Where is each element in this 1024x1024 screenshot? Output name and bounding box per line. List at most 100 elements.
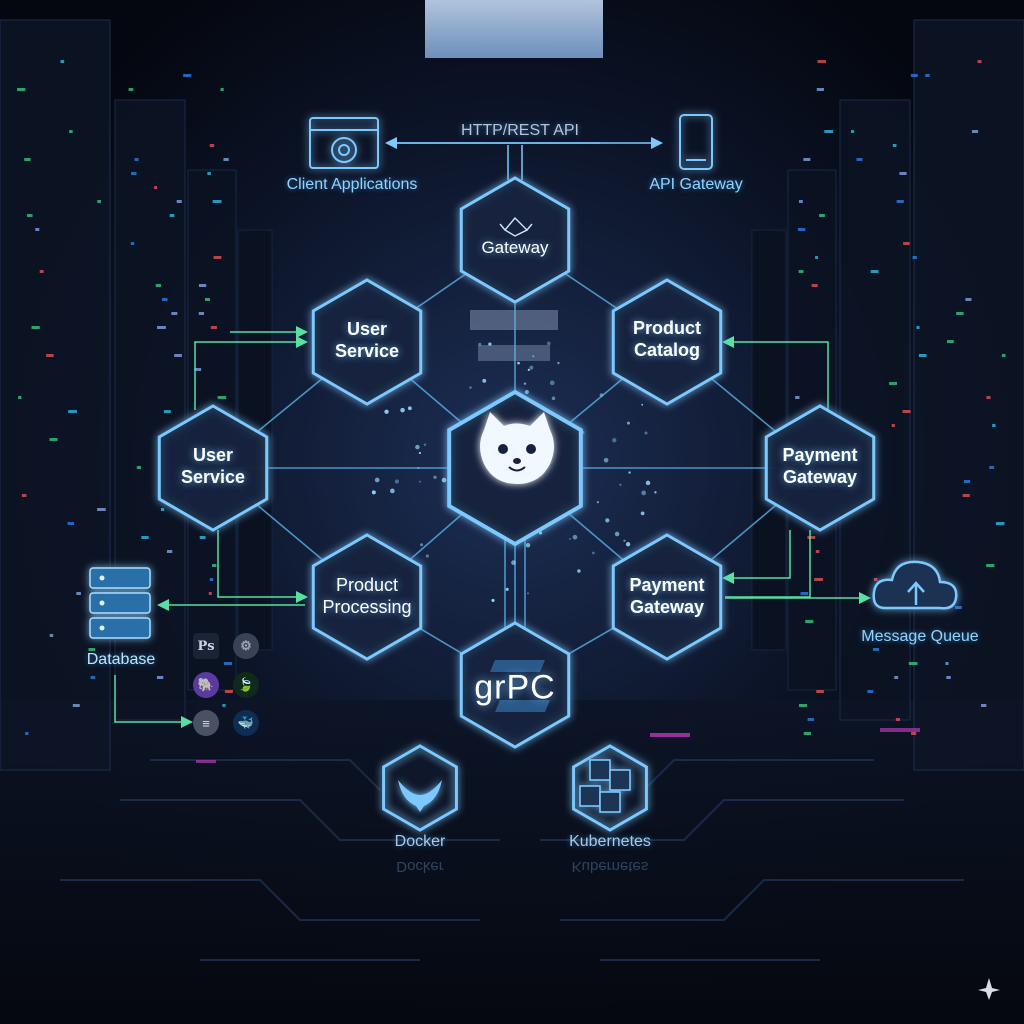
rack-led <box>816 690 824 693</box>
leaf-logo-icon: 🍃 <box>233 672 259 698</box>
rack-led <box>131 172 137 175</box>
http-rest-api-label: HTTP/REST API <box>461 122 579 139</box>
rack-led <box>163 410 171 413</box>
particle <box>627 421 630 425</box>
particle <box>374 477 380 483</box>
rack-led <box>130 242 135 245</box>
rack-led <box>69 130 73 133</box>
rack-led <box>155 284 162 287</box>
particle <box>619 483 622 486</box>
particle <box>577 569 581 573</box>
rack-led <box>925 74 930 77</box>
postgres-ps-logo-icon: Ps <box>193 633 219 659</box>
rack-led <box>912 256 917 259</box>
particle <box>371 490 376 495</box>
rack-led <box>817 60 826 63</box>
particle <box>491 598 495 602</box>
rack-led <box>39 270 44 273</box>
rack-led <box>899 172 907 175</box>
rack-led <box>128 88 134 91</box>
message-queue-label: Message Queue <box>861 628 979 645</box>
gateway-node <box>459 176 571 304</box>
particle <box>390 488 395 494</box>
particle <box>407 406 412 411</box>
particle <box>614 531 620 537</box>
grpc-logo-icon <box>490 660 550 712</box>
rack-led <box>198 284 207 287</box>
rack-led <box>217 396 227 399</box>
particle <box>641 403 644 406</box>
particle <box>538 531 543 535</box>
rack-led <box>212 564 217 567</box>
particle <box>517 361 520 365</box>
particle <box>433 475 437 480</box>
rack-led <box>213 256 222 259</box>
rack-led <box>911 732 917 735</box>
rack-led <box>805 620 814 623</box>
payment-gateway-bottom-node <box>611 533 723 661</box>
particle <box>596 501 599 504</box>
particle <box>623 539 626 542</box>
rack-led <box>896 200 904 203</box>
rack-led <box>161 298 168 301</box>
particle <box>557 361 560 365</box>
rack-led <box>35 228 40 231</box>
rack-led <box>31 326 40 329</box>
rack-led <box>199 536 206 539</box>
particle <box>525 543 531 548</box>
particle <box>628 471 631 474</box>
rack-led <box>27 214 33 217</box>
particle <box>415 444 420 450</box>
payment-gateway-right-node <box>764 404 876 532</box>
grpc-label: grPC <box>474 668 556 707</box>
kubernetes-cubes-icon <box>579 759 631 813</box>
rack-led <box>157 326 166 329</box>
rack-led <box>183 74 192 77</box>
rack-led <box>797 228 806 231</box>
particle <box>641 490 647 496</box>
database-icon <box>89 567 151 639</box>
rack-led <box>97 508 106 511</box>
rack-led <box>799 704 808 707</box>
rack-led <box>945 662 949 665</box>
rack-led <box>49 438 58 441</box>
particle <box>625 542 631 547</box>
rack-led <box>222 704 226 707</box>
docker-reflection: Docker <box>396 858 444 875</box>
http-rest-connections <box>385 137 663 180</box>
rack-led <box>965 298 972 301</box>
rack-led <box>210 326 217 329</box>
rack-led <box>815 256 819 259</box>
particle <box>524 389 529 395</box>
particle <box>572 534 578 540</box>
particle <box>400 407 405 413</box>
particle <box>441 477 447 483</box>
sparkle-icon <box>978 978 1000 1000</box>
rack-led <box>224 690 233 693</box>
rack-led <box>971 130 979 133</box>
particle <box>645 480 651 486</box>
rack-led <box>25 732 29 735</box>
rack-led <box>807 718 814 721</box>
particle <box>605 518 610 523</box>
particle <box>640 511 645 516</box>
particle <box>569 538 571 540</box>
elephant-logo-icon: 🐘 <box>193 672 219 698</box>
rack-led <box>819 214 825 217</box>
rack-led <box>76 592 81 595</box>
rack-led <box>21 494 27 497</box>
particle <box>418 451 422 455</box>
particle <box>527 368 530 372</box>
particle <box>482 378 487 383</box>
particle <box>417 467 420 470</box>
grpc-node <box>459 621 571 749</box>
rack-led <box>198 312 205 315</box>
particle <box>478 342 482 346</box>
particle <box>384 409 389 414</box>
particle <box>644 431 648 435</box>
product-processing-node <box>311 533 423 661</box>
